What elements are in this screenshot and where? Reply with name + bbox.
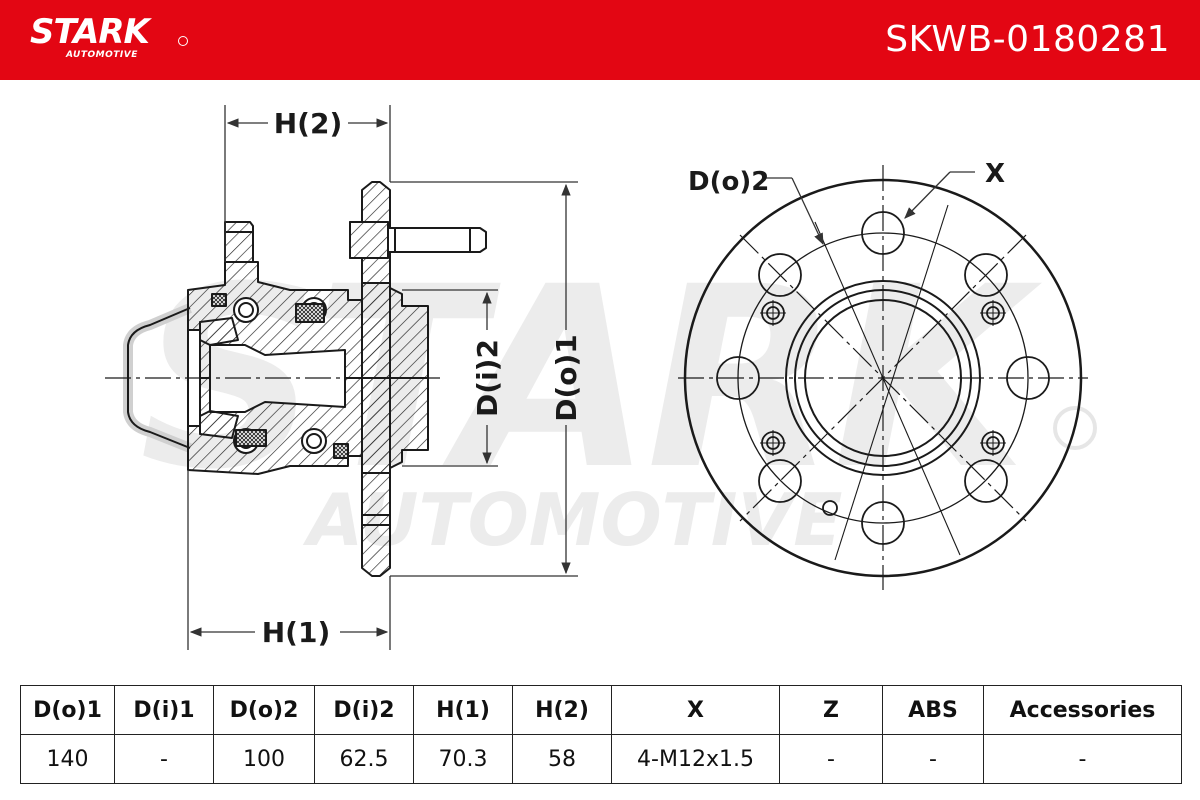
spec-value-cell: 140 <box>20 734 115 784</box>
dimension-label-do2: D(o)2 <box>688 167 769 197</box>
leader-do2 <box>765 177 824 246</box>
registered-mark-icon <box>178 36 188 46</box>
spec-table: D(o)1 D(i)1 D(o)2 D(i)2 H(1) H(2) X Z AB… <box>20 685 1182 784</box>
spec-value-cell: 4-M12x1.5 <box>611 734 780 784</box>
spec-header-cell: Z <box>779 685 883 735</box>
flange-hole <box>964 253 1008 297</box>
watermark-subtext: AUTOMOTIVE <box>303 478 843 562</box>
spec-table-value-row: 140 - 100 62.5 70.3 58 4-M12x1.5 - - - <box>20 734 1182 784</box>
spec-value-cell: 62.5 <box>314 734 414 784</box>
dimension-do1 <box>390 181 578 577</box>
bearing-ball <box>233 297 259 323</box>
spec-header-cell: D(o)2 <box>213 685 315 735</box>
dimension-h2 <box>224 105 391 262</box>
flange-hole <box>964 459 1008 503</box>
inner-ring-lower <box>199 410 239 439</box>
stud-hole <box>980 430 1006 456</box>
spec-value-cell: - <box>114 734 214 784</box>
locating-pin-hole <box>822 500 838 516</box>
brand-logo-text: STARK <box>30 12 150 52</box>
dimension-label-h2: H(2) <box>274 107 343 140</box>
spec-header-cell: D(o)1 <box>20 685 115 735</box>
mounting-bolt <box>224 221 254 263</box>
spec-value-cell: 58 <box>512 734 612 784</box>
spec-header-cell: ABS <box>882 685 984 735</box>
seal <box>295 303 325 323</box>
brand-logo: STARK AUTOMOTIVE <box>30 10 200 70</box>
spec-header-cell: D(i)1 <box>114 685 214 735</box>
hub-front-view <box>678 165 1088 590</box>
part-number: SKWB-0180281 <box>885 19 1170 60</box>
leader-x <box>904 171 975 219</box>
spec-header-cell: Accessories <box>983 685 1182 735</box>
flange-hole <box>758 253 802 297</box>
dimension-label-h1: H(1) <box>262 616 331 649</box>
dimension-label-do1: D(o)1 <box>550 334 583 422</box>
stud-hole <box>760 430 786 456</box>
spec-value-cell: 70.3 <box>413 734 513 784</box>
bearing-ball <box>301 428 327 454</box>
spec-header-cell: H(1) <box>413 685 513 735</box>
spec-value-cell: - <box>983 734 1182 784</box>
dimension-label-x: X <box>985 159 1005 189</box>
spec-table-header-row: D(o)1 D(i)1 D(o)2 D(i)2 H(1) H(2) X Z AB… <box>20 685 1182 735</box>
seal <box>333 443 349 459</box>
spec-value-cell: - <box>882 734 984 784</box>
stud-hole <box>760 300 786 326</box>
hub-section-view <box>105 181 487 577</box>
technical-drawing: STARK AUTOMOTIVE <box>105 105 1097 650</box>
dimension-label-di2: D(i)2 <box>471 339 504 417</box>
spec-header-cell: X <box>611 685 780 735</box>
watermark-registered-icon <box>1053 406 1097 450</box>
flange-hole <box>758 459 802 503</box>
dimension-di2 <box>402 289 498 467</box>
seal <box>235 429 267 447</box>
brand-logo-subtext: AUTOMOTIVE <box>66 50 138 60</box>
stud-hole <box>980 300 1006 326</box>
dimension-h1 <box>187 470 391 650</box>
spec-header-cell: H(2) <box>512 685 612 735</box>
spec-header-cell: D(i)2 <box>314 685 414 735</box>
seal <box>211 293 227 307</box>
spec-value-cell: - <box>779 734 883 784</box>
inner-ring-upper <box>199 317 239 346</box>
header-bar: STARK AUTOMOTIVE SKWB-0180281 <box>0 0 1200 80</box>
spec-value-cell: 100 <box>213 734 315 784</box>
wheel-flange <box>361 181 391 577</box>
